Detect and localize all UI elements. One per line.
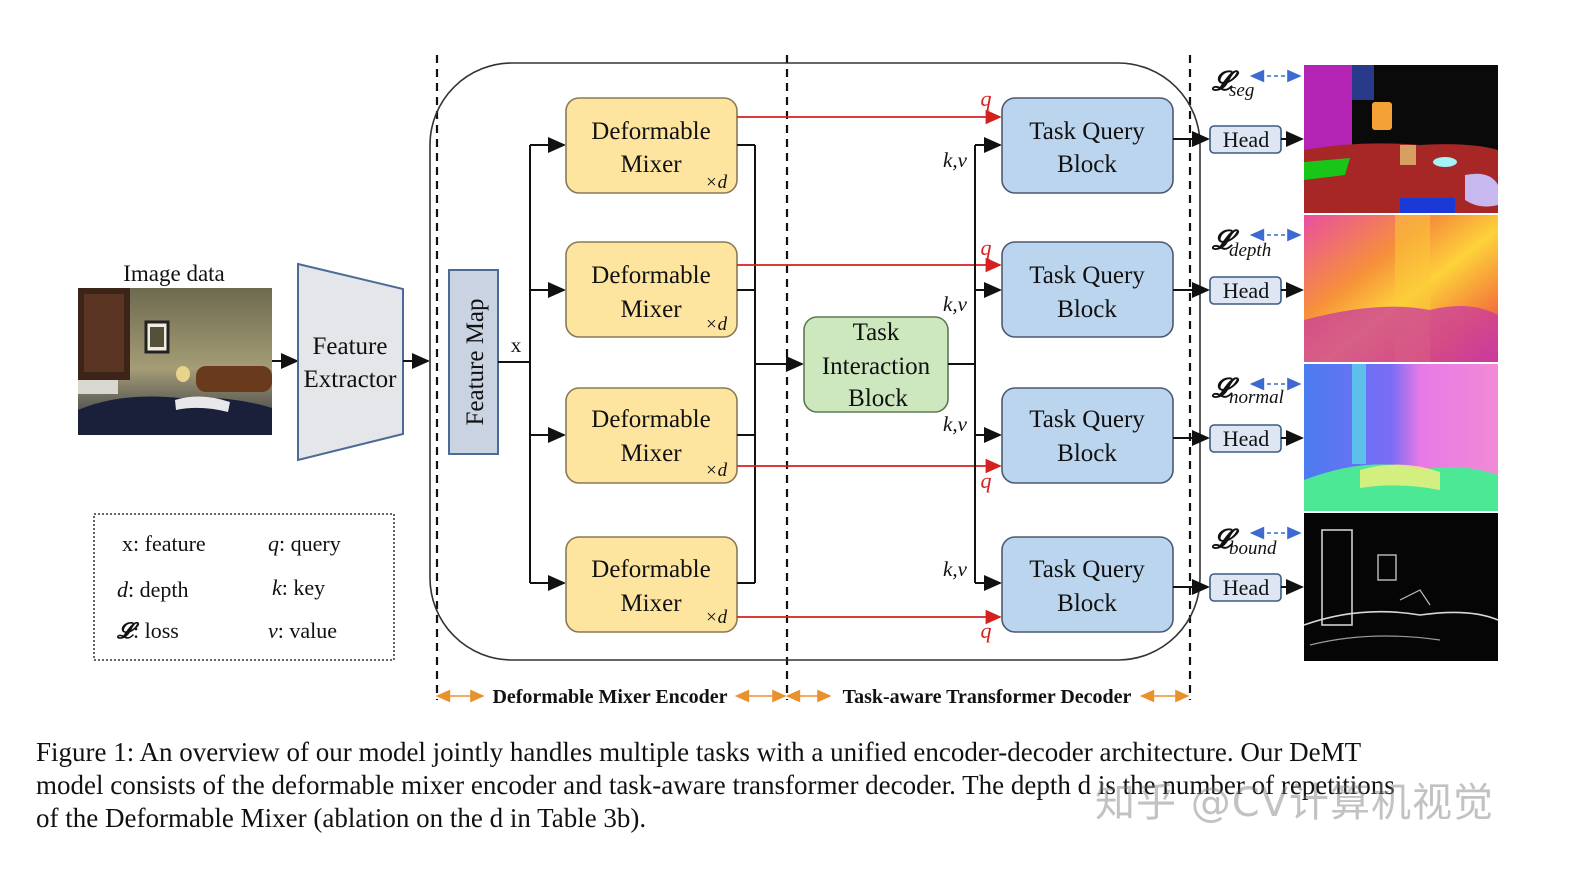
head-4-label: Head [1223, 575, 1269, 600]
loss-bound: 𝓛 bound [1211, 524, 1302, 559]
query-2-line1: Task Query [1029, 262, 1145, 289]
interaction-line2: Interaction [822, 353, 931, 380]
feature-extractor-block [297, 262, 404, 462]
kv-label-1: k,v [943, 148, 968, 172]
mixer-4-line2: Mixer [620, 590, 682, 617]
query-2-line2: Block [1057, 296, 1117, 323]
task-query-block-2: Task Query Block [1001, 241, 1174, 338]
query-3-line2: Block [1057, 440, 1117, 467]
mixer-1-mult: ×d [705, 172, 728, 193]
legend-k: k: key [272, 575, 325, 600]
query-1-line2: Block [1057, 151, 1117, 178]
feature-map-block [448, 269, 499, 455]
deformable-mixer-4: Deformable Mixer ×d [565, 536, 738, 633]
input-image [78, 288, 272, 435]
mixer-4-mult: ×d [705, 607, 728, 628]
head-2-label: Head [1223, 278, 1269, 303]
caption-line-3: of the Deformable Mixer (ablation on the… [36, 803, 647, 833]
task-interaction-block: Task Interaction Block [803, 316, 949, 413]
section-encoder-label: Deformable Mixer Encoder [492, 686, 727, 708]
extractor-label-2: Extractor [303, 366, 397, 393]
mixer-3-line1: Deformable [591, 406, 710, 433]
mixer-4-line1: Deformable [591, 556, 710, 583]
head-3-label: Head [1223, 426, 1269, 451]
deformable-mixer-1: Deformable Mixer ×d [565, 97, 738, 194]
legend-q: q: query [268, 531, 341, 556]
head-bound: Head [1209, 573, 1282, 602]
output-boundary-image [1303, 513, 1499, 661]
loss-sub-depth: depth [1229, 240, 1271, 261]
legend-d: d: depth [117, 577, 189, 602]
legend-v: v: value [268, 618, 337, 643]
kv-label-3: k,v [943, 412, 968, 436]
q-label-3: q [981, 468, 992, 493]
loss-sub-seg: seg [1229, 80, 1254, 101]
legend-box: x: feature q: query d: depth k: key 𝓛: l… [93, 513, 395, 661]
loss-normal: 𝓛 normal [1211, 373, 1302, 408]
interaction-line3: Block [848, 385, 908, 412]
q-label-1: q [981, 86, 992, 111]
task-query-block-4: Task Query Block [1001, 536, 1174, 633]
task-query-block-3: Task Query Block [1001, 387, 1174, 484]
legend-l: 𝓛: loss [116, 618, 179, 643]
mixer-1-line1: Deformable [591, 118, 710, 145]
kv-label-4: k,v [943, 557, 968, 581]
input-title: Image data [123, 261, 225, 286]
query-3-line1: Task Query [1029, 406, 1145, 433]
output-segmentation-image [1304, 65, 1498, 213]
query-4-line2: Block [1057, 590, 1117, 617]
watermark: 知乎 @CV计算机视觉 [1095, 780, 1495, 826]
mixer-2-line2: Mixer [620, 296, 682, 323]
section-decoder-label: Task-aware Transformer Decoder [843, 686, 1132, 708]
head-normal: Head [1209, 424, 1282, 453]
q-label-4: q [981, 618, 992, 643]
feature-x-label: x [511, 333, 522, 357]
architecture-diagram: Image data Feature Extractor Feature Map… [78, 55, 1499, 708]
legend-x: x: feature [122, 531, 206, 556]
output-depth-image [1304, 215, 1498, 362]
feature-map-label: Feature Map [462, 298, 489, 425]
query-1-line1: Task Query [1029, 118, 1145, 145]
loss-sub-normal: normal [1229, 387, 1284, 408]
kv-label-2: k,v [943, 292, 968, 316]
mixer-2-line1: Deformable [591, 262, 710, 289]
mixer-1-line2: Mixer [620, 151, 682, 178]
query-4-line1: Task Query [1029, 556, 1145, 583]
task-query-block-1: Task Query Block [1001, 97, 1174, 194]
head-1-label: Head [1223, 127, 1269, 152]
output-normal-image [1304, 364, 1498, 511]
mixer-3-mult: ×d [705, 460, 728, 481]
head-seg: Head [1209, 125, 1282, 154]
model-container [429, 62, 1201, 661]
caption-line-2: model consists of the deformable mixer e… [36, 770, 1395, 800]
mixer-2-mult: ×d [705, 314, 728, 335]
loss-seg: 𝓛 seg [1211, 66, 1302, 101]
interaction-line1: Task [853, 319, 900, 346]
head-depth: Head [1209, 276, 1282, 305]
figure-caption: Figure 1: An overview of our model joint… [36, 736, 1551, 835]
deformable-mixer-2: Deformable Mixer ×d [565, 241, 738, 338]
caption-line-1: Figure 1: An overview of our model joint… [36, 737, 1362, 767]
q-label-2: q [981, 235, 992, 260]
deformable-mixer-3: Deformable Mixer ×d [565, 387, 738, 484]
loss-depth: 𝓛 depth [1211, 225, 1302, 261]
loss-sub-bound: bound [1229, 538, 1277, 559]
mixer-3-line2: Mixer [620, 440, 682, 467]
extractor-label-1: Feature [313, 333, 388, 360]
